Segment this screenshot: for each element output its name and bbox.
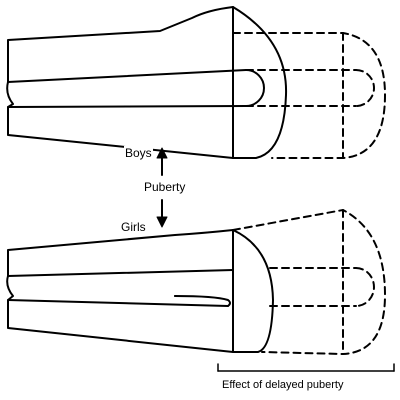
boys-bone-outline bbox=[6, 6, 288, 160]
delayed-puberty-bracket bbox=[217, 363, 395, 372]
boys-lower-line bbox=[7, 105, 247, 108]
delayed-puberty-label: Effect of delayed puberty bbox=[222, 379, 344, 391]
girls-label: Girls bbox=[120, 220, 147, 234]
boys-canal-tip bbox=[245, 69, 265, 107]
puberty-arrow bbox=[156, 147, 168, 228]
girls-canal-tip bbox=[174, 295, 231, 307]
girls-extension-canal-tip bbox=[355, 267, 375, 307]
girls-bone-outline bbox=[6, 229, 274, 353]
girls-bone bbox=[6, 209, 386, 355]
girls-delayed-extension bbox=[232, 209, 386, 355]
boys-upper-line bbox=[7, 69, 247, 83]
puberty-arrow-down-head bbox=[156, 216, 168, 228]
puberty-label: Puberty bbox=[143, 180, 187, 194]
boys-bone bbox=[6, 6, 386, 160]
girls-extension-outline bbox=[232, 209, 386, 355]
girls-lower-line bbox=[7, 299, 229, 307]
boys-delayed-extension bbox=[232, 32, 386, 159]
boys-label: Boys bbox=[124, 146, 153, 160]
boys-extension-canal-tip bbox=[355, 69, 375, 107]
girls-upper-line bbox=[7, 269, 234, 277]
boys-extension-outline bbox=[232, 32, 386, 159]
puberty-arrow-up-head bbox=[156, 147, 168, 159]
